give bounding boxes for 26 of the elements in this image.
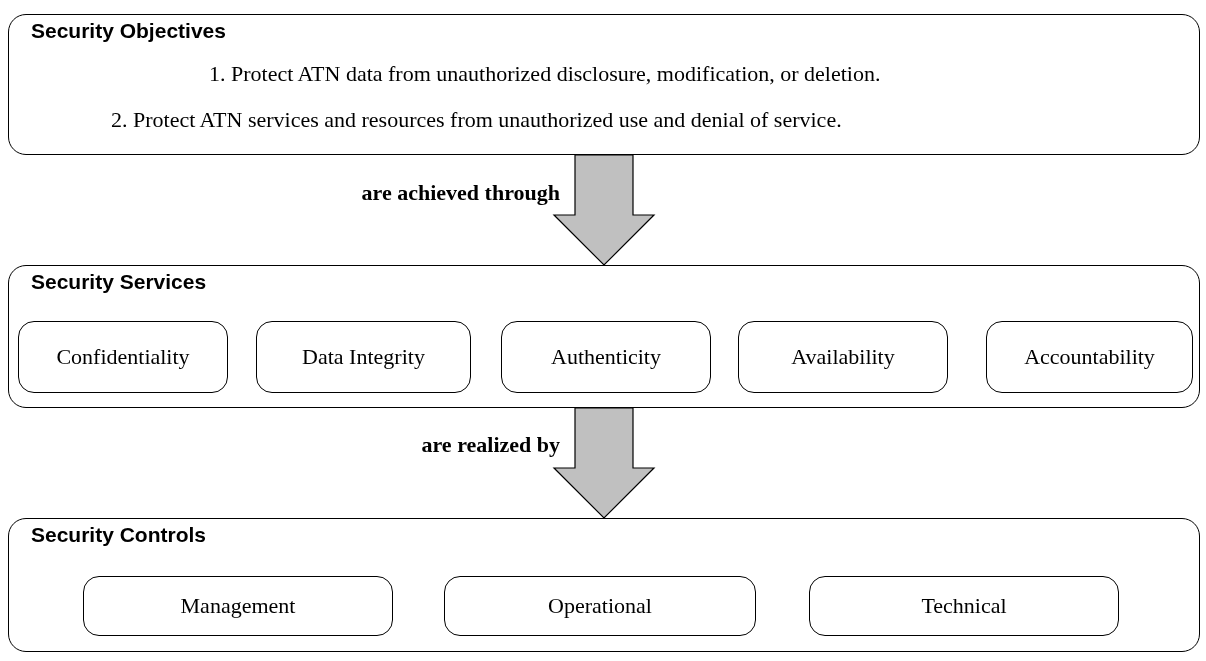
- service-box: [18, 321, 228, 393]
- service-box: [809, 576, 1119, 636]
- group-panel: [8, 265, 1200, 408]
- service-label: Management: [179, 593, 297, 619]
- panel-heading: Security Controls: [31, 523, 207, 547]
- service-label: Technical: [920, 593, 1008, 619]
- service-box: [501, 321, 711, 393]
- service-box: [256, 321, 471, 393]
- service-label: Availability: [790, 344, 896, 370]
- service-label: Authenticity: [550, 344, 662, 370]
- panel-heading: Security Services: [31, 270, 207, 294]
- panel-heading: Security Objectives: [31, 19, 226, 43]
- service-label: Confidentiality: [55, 344, 191, 370]
- group-panel: [8, 14, 1200, 155]
- service-box: [738, 321, 948, 393]
- block-arrow: [552, 407, 656, 519]
- service-label: Accountability: [1023, 344, 1156, 370]
- objective-text: 1. Protect ATN data from unauthorized disclosure, modification, or deletion.: [209, 61, 881, 87]
- service-box: [83, 576, 393, 636]
- objective-text: 2. Protect ATN services and resources from unauthorized use and denial of service.: [111, 107, 842, 133]
- service-label: Operational: [547, 593, 653, 619]
- group-panel: [8, 518, 1200, 652]
- block-arrow: [552, 154, 656, 266]
- service-box: [986, 321, 1193, 393]
- service-box: [444, 576, 756, 636]
- service-label: Data Integrity: [301, 344, 426, 370]
